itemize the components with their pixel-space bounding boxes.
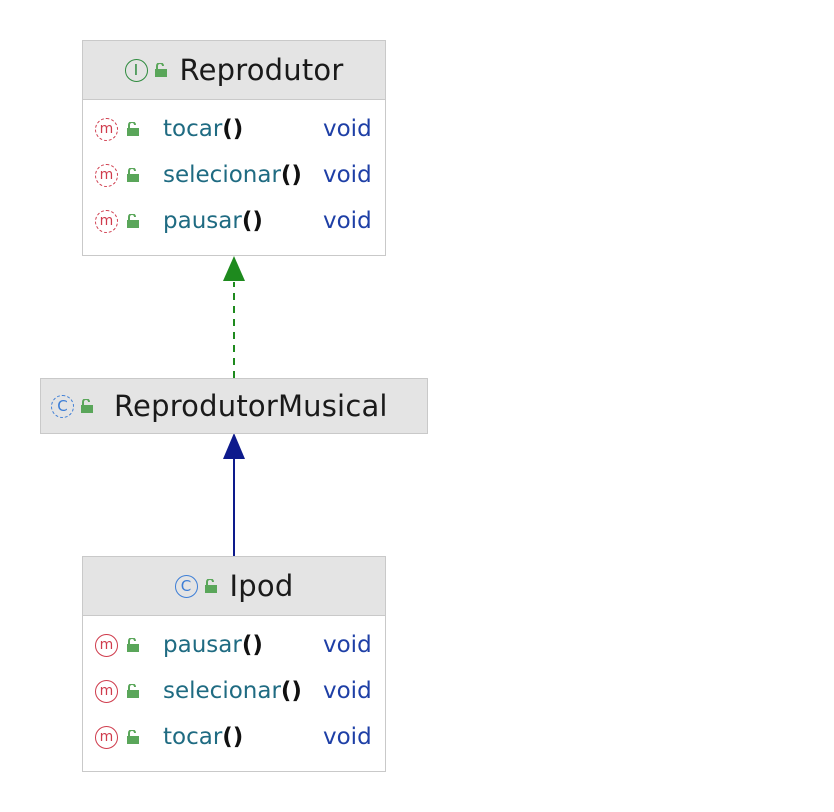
method-icon: m [95,633,118,657]
method-name: tocar() [163,116,244,142]
method-row-tocar[interactable]: m tocar() void [83,714,385,760]
method-name: selecionar() [163,162,302,188]
lock-open-icon [127,730,139,744]
method-icon: m [95,679,118,703]
extends-arrowhead [223,433,245,459]
abstract-method-icon: m [95,163,118,187]
abstract-class-reprodutormusical[interactable]: C ReprodutorMusical [40,378,428,434]
lock-open-icon [127,684,139,698]
interface-header: I Reprodutor [83,41,385,100]
method-row-pausar[interactable]: m pausar() void [83,198,385,244]
abstract-class-name: ReprodutorMusical [114,389,388,423]
lock-open-icon [127,214,139,228]
method-name: tocar() [163,724,244,750]
abstract-class-header: C ReprodutorMusical [41,379,427,433]
method-return-type: void [323,678,372,704]
class-ipod[interactable]: C Ipod m pausar() void m selecionar() vo… [82,556,386,772]
method-name: pausar() [163,632,263,658]
method-return-type: void [323,162,372,188]
class-name: Ipod [229,569,294,603]
lock-open-icon [127,122,139,136]
lock-open-icon [127,168,139,182]
method-return-type: void [323,208,372,234]
method-name: selecionar() [163,678,302,704]
class-header: C Ipod [83,557,385,616]
method-row-tocar[interactable]: m tocar() void [83,106,385,152]
method-icon: m [95,725,118,749]
method-return-type: void [323,632,372,658]
lock-open-icon [127,638,139,652]
lock-open-icon [154,63,167,77]
lock-open-icon [81,399,93,413]
implements-arrowhead [223,256,245,281]
method-row-pausar[interactable]: m pausar() void [83,622,385,668]
method-name: pausar() [163,208,263,234]
method-return-type: void [323,724,372,750]
abstract-method-icon: m [95,117,118,141]
method-row-selecionar[interactable]: m selecionar() void [83,152,385,198]
lock-open-icon [204,579,217,593]
interface-name: Reprodutor [179,53,344,87]
method-row-selecionar[interactable]: m selecionar() void [83,668,385,714]
interface-icon: I [124,58,148,82]
abstract-class-icon: C [51,394,74,418]
interface-reprodutor[interactable]: I Reprodutor m tocar() void m selecionar… [82,40,386,256]
class-icon: C [174,574,198,598]
abstract-method-icon: m [95,209,118,233]
method-return-type: void [323,116,372,142]
